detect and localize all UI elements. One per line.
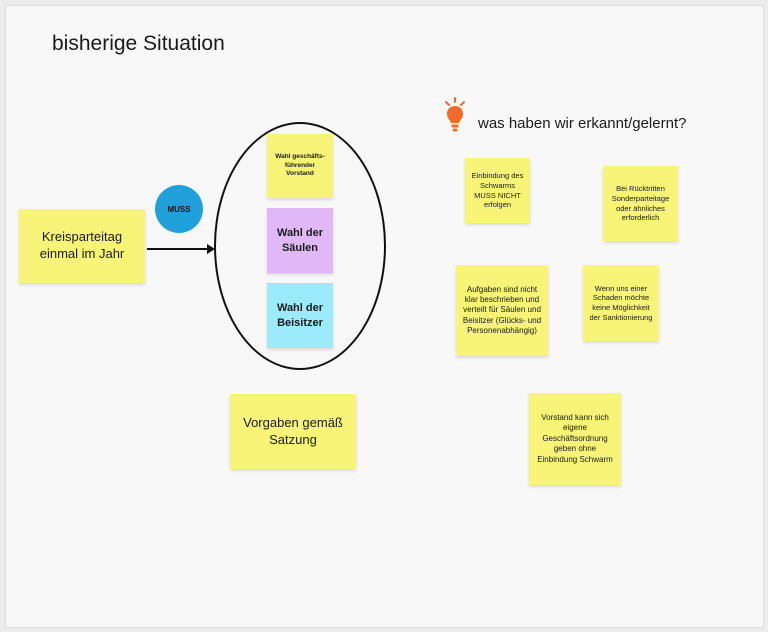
sticky-note-sanktionierung[interactable]: Wenn uns einer Schaden möchte keine Mögl…	[583, 265, 659, 341]
ellipse-shape[interactable]	[214, 122, 386, 370]
sticky-note-einbindung[interactable]: Einbindung des Schwarms MUSS NICHT erfol…	[465, 158, 530, 223]
sticky-note-wahl-vorstand[interactable]: Wahl geschäfts-führender Vorstand	[267, 134, 333, 198]
connector-arrow-line[interactable]	[147, 248, 209, 250]
muss-circle[interactable]: MUSS	[155, 185, 203, 233]
arrow-head-icon	[207, 244, 215, 254]
sticky-note-aufgaben[interactable]: Aufgaben sind nicht klar beschrieben und…	[456, 265, 548, 356]
sticky-note-wahl-beisitzer[interactable]: Wahl der Beisitzer	[267, 283, 333, 348]
sticky-note-vorgaben[interactable]: Vorgaben gemäß Satzung	[230, 394, 356, 469]
learnings-heading: was haben wir erkannt/gelernt?	[478, 114, 687, 132]
learnings-header: was haben wir erkannt/gelernt?	[444, 97, 686, 135]
lightbulb-icon	[445, 97, 465, 132]
sticky-note-wahl-saeulen[interactable]: Wahl der Säulen	[267, 208, 333, 273]
sticky-note-kreisparteitag[interactable]: Kreisparteitag einmal im Jahr	[19, 209, 145, 283]
board-title: bisherige Situation	[52, 32, 225, 55]
sticky-note-ruecktritte[interactable]: Bei Rücktritten Sonderparteitage oder äh…	[603, 166, 678, 241]
sticky-note-geschaeftsordnung[interactable]: Vorstand kann sich eigene Geschäftsordnu…	[529, 393, 621, 485]
